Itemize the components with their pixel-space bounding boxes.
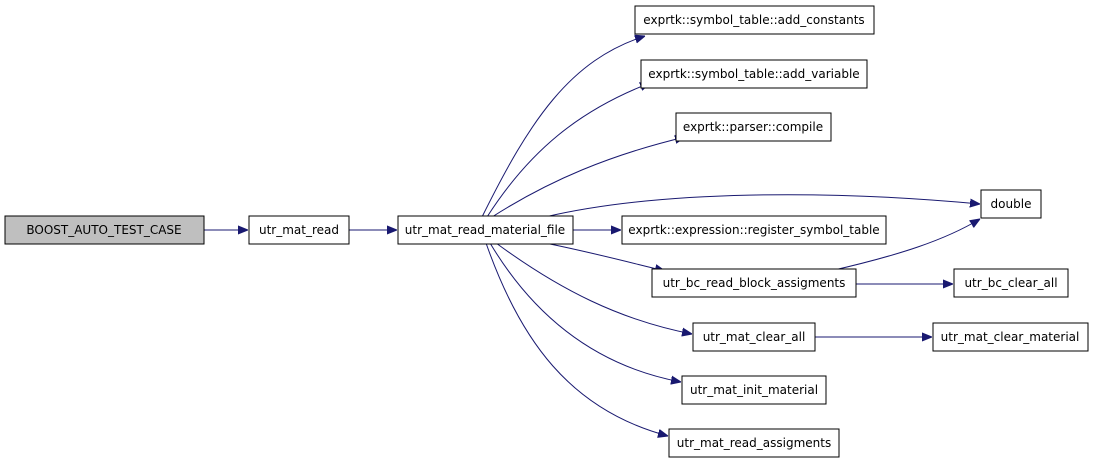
node-boost-auto-test-case[interactable]: BOOST_AUTO_TEST_CASE [4, 215, 205, 245]
node-utr-mat-read-material-file[interactable]: utr_mat_read_material_file [397, 215, 574, 245]
edge-read-material-file-to-parser-compile [491, 137, 685, 218]
node-utr-bc-read-block-assigments[interactable]: utr_bc_read_block_assigments [651, 268, 857, 298]
edge-read-material-file-to-add-constants [481, 36, 645, 218]
node-label: utr_mat_init_material [690, 383, 818, 397]
edge-read-material-file-to-add-variable [486, 83, 650, 218]
node-utr-mat-init-material[interactable]: utr_mat_init_material [681, 375, 827, 405]
node-label: exprtk::expression::register_symbol_tabl… [628, 223, 879, 237]
edge-read-material-file-to-mat-init-material [489, 242, 681, 382]
edge-read-material-file-to-mat-read-assigments [485, 242, 668, 436]
edge-bc-read-block-to-double [829, 219, 980, 272]
node-utr-mat-clear-material[interactable]: utr_mat_clear_material [932, 322, 1089, 352]
node-add-constants[interactable]: exprtk::symbol_table::add_constants [634, 5, 875, 35]
node-utr-mat-read[interactable]: utr_mat_read [248, 215, 350, 245]
node-utr-bc-clear-all[interactable]: utr_bc_clear_all [953, 268, 1069, 298]
edges [204, 36, 980, 436]
edge-read-material-file-to-double [544, 194, 980, 218]
node-label: exprtk::symbol_table::add_variable [648, 67, 859, 81]
node-label: exprtk::symbol_table::add_constants [643, 13, 864, 27]
node-register-symbol-table[interactable]: exprtk::expression::register_symbol_tabl… [621, 215, 887, 245]
edge-read-material-file-to-bc-read-block [544, 242, 665, 271]
node-add-variable[interactable]: exprtk::symbol_table::add_variable [640, 59, 868, 89]
node-utr-mat-clear-all[interactable]: utr_mat_clear_all [692, 322, 816, 352]
node-label: utr_mat_read_assigments [677, 436, 831, 450]
node-label: utr_bc_clear_all [964, 276, 1057, 290]
node-label: utr_mat_read [259, 223, 339, 237]
node-label: utr_bc_read_block_assigments [663, 276, 846, 290]
node-parser-compile[interactable]: exprtk::parser::compile [675, 112, 832, 142]
node-label: double [991, 197, 1032, 211]
edge-read-material-file-to-mat-clear-all [495, 242, 692, 334]
node-label: exprtk::parser::compile [683, 120, 823, 134]
node-label: utr_mat_clear_material [941, 330, 1080, 344]
node-label: utr_mat_clear_all [703, 330, 806, 344]
node-double[interactable]: double [980, 189, 1042, 219]
node-label: utr_mat_read_material_file [405, 223, 565, 237]
node-utr-mat-read-assigments[interactable]: utr_mat_read_assigments [668, 428, 840, 458]
node-label: BOOST_AUTO_TEST_CASE [26, 223, 181, 237]
